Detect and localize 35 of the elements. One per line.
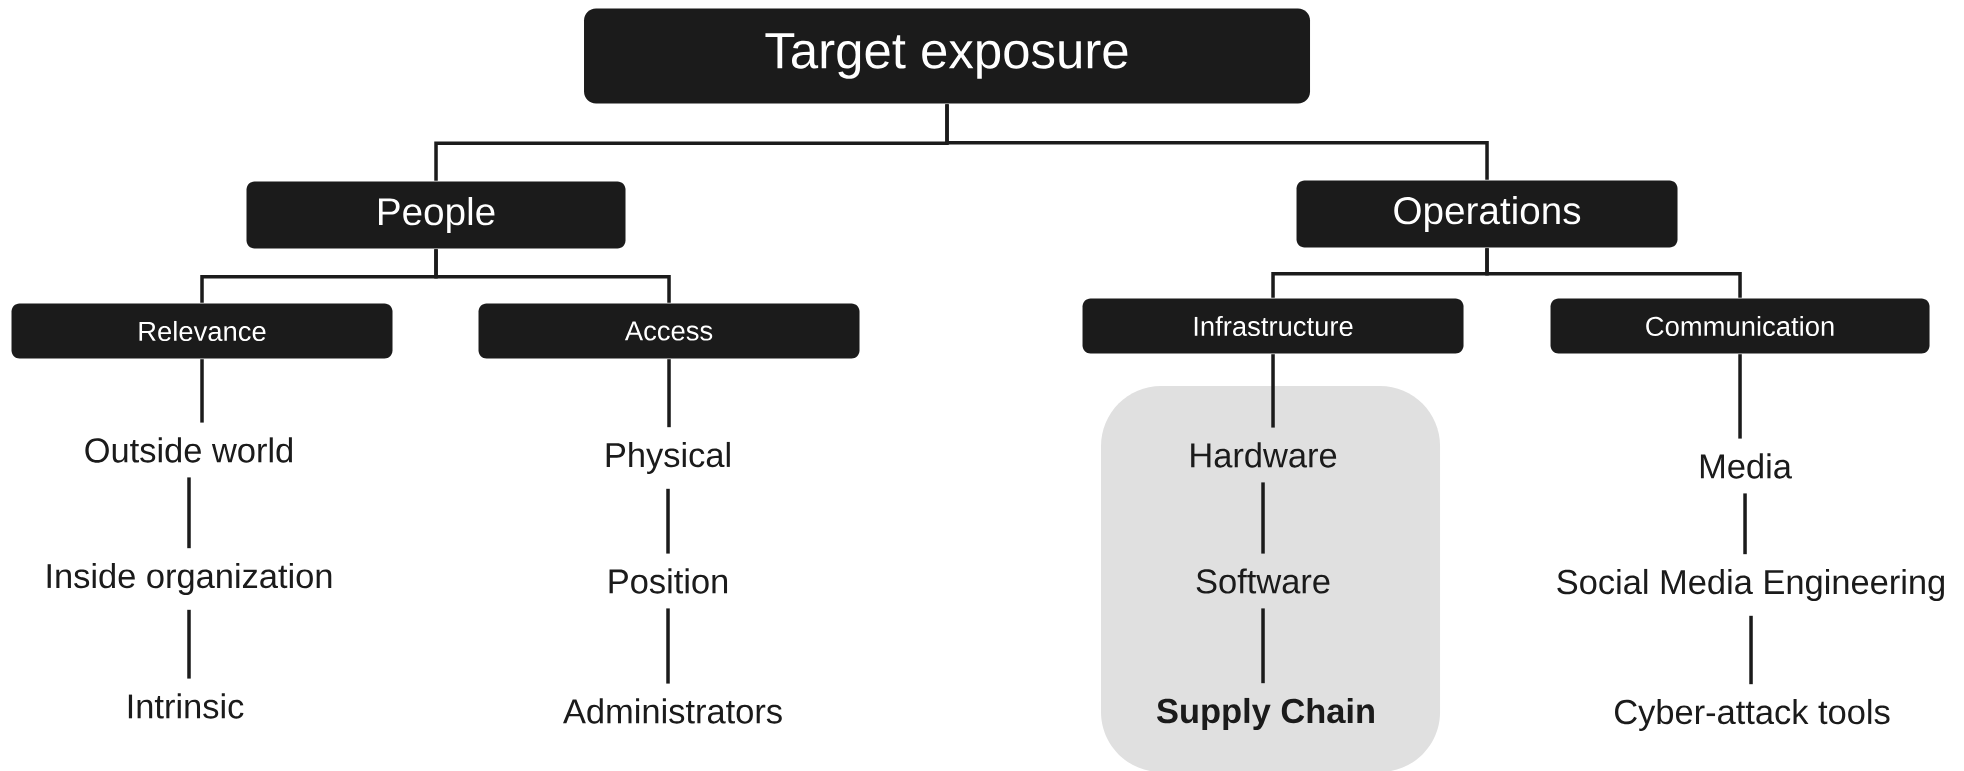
connector-line	[666, 608, 670, 684]
connector-line	[1261, 482, 1265, 554]
item-label: Hardware	[1191, 442, 1337, 468]
item-label: Software	[1196, 568, 1330, 594]
connector-line	[1743, 493, 1747, 555]
item-label: Administrators	[563, 698, 782, 724]
category-box: Infrastructure	[1082, 298, 1464, 354]
connector-line	[1271, 354, 1275, 428]
item-label: Social Media Engineering	[1557, 568, 1944, 602]
category-box: Communication	[1550, 298, 1930, 354]
connector-line	[1485, 248, 1742, 298]
connector-line	[667, 359, 671, 428]
item-label: Position	[609, 568, 728, 594]
category-box: Access	[478, 303, 860, 359]
item-label: Supply Chain	[1157, 697, 1374, 731]
connector-line	[945, 104, 1489, 180]
connector-line	[200, 359, 204, 423]
connector-line	[1749, 615, 1753, 685]
connector-line	[1261, 608, 1265, 684]
connector-line	[1738, 354, 1742, 439]
category-box: Relevance	[11, 303, 393, 359]
connector-line	[434, 249, 671, 303]
item-label: Cyber-attack tools	[1615, 698, 1890, 732]
item-label: Outside world	[85, 437, 292, 463]
connector-line	[187, 609, 191, 679]
item-label: Media	[1700, 453, 1792, 479]
category-box: People	[246, 181, 626, 249]
item-label: Physical	[606, 441, 730, 475]
item-label: Inside organization	[47, 562, 332, 596]
connector-line	[187, 477, 191, 549]
category-box: Target exposure	[584, 8, 1311, 104]
item-label: Intrinsic	[128, 693, 244, 719]
highlight-band	[1101, 386, 1441, 771]
connector-line	[666, 488, 670, 554]
category-box: Operations	[1296, 180, 1678, 248]
